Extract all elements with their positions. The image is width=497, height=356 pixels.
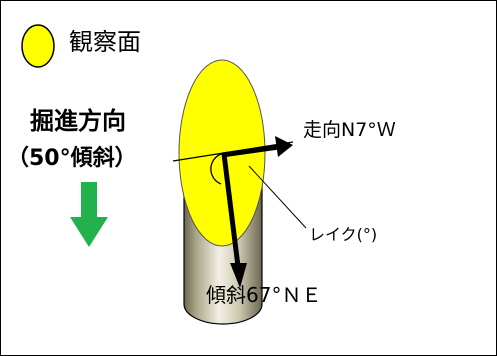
- strike-arrow-icon: [221, 136, 293, 158]
- strike-label: 走向N7°Ｗ: [303, 119, 396, 141]
- rake-label: レイク(°): [309, 225, 378, 244]
- dip-label: 傾斜67°ＮＥ: [206, 283, 322, 307]
- rake-leader-line: [248, 165, 307, 229]
- dip-arrow-icon: [221, 153, 247, 288]
- legend-swatch-icon: [21, 24, 55, 68]
- excavation-direction-title: 掘進方向: [30, 107, 126, 135]
- excavation-arrow-icon: [70, 182, 108, 247]
- excavation-direction-subtitle: （50°傾斜）: [7, 146, 137, 171]
- legend-label: 観察面: [69, 28, 141, 56]
